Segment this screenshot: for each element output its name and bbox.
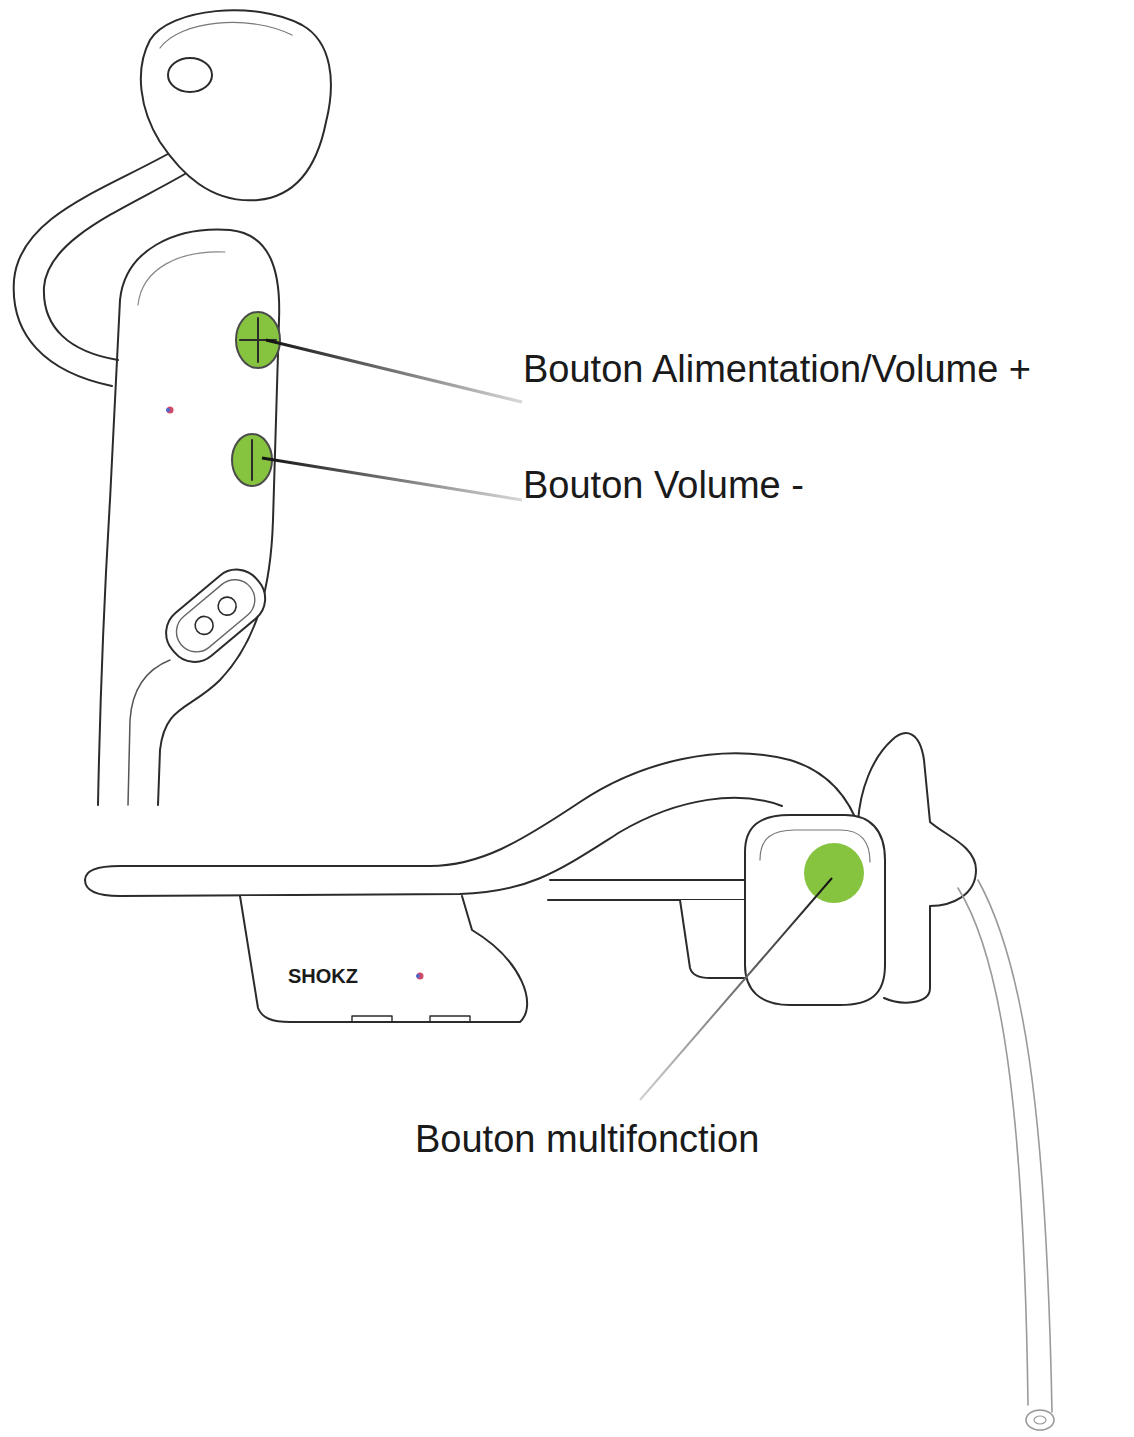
- far-band: [548, 880, 748, 900]
- indicator-dot: [416, 974, 420, 978]
- pad-button: [168, 58, 212, 92]
- brand-logo: SHOKZ: [288, 966, 358, 986]
- earpiece: [745, 815, 885, 1005]
- minus-symbol: [251, 440, 253, 480]
- body-edge: [138, 252, 225, 305]
- mic-boom: [958, 888, 1028, 1405]
- far-earpiece: [680, 900, 755, 978]
- control-body: [120, 230, 279, 805]
- part-label: Bouton multifonction: [415, 1120, 759, 1158]
- ear-hook: [14, 150, 175, 386]
- leader-line: [262, 458, 522, 500]
- lower-view: [85, 733, 1054, 1430]
- charging-port: [156, 559, 276, 673]
- upper-view: [14, 10, 331, 805]
- control-body: [98, 300, 120, 805]
- part-label: Bouton Alimentation/Volume +: [523, 350, 1031, 388]
- neckband: [85, 753, 860, 880]
- multifunction-button: [804, 843, 864, 903]
- neckband: [85, 798, 782, 896]
- ear-hook: [44, 168, 195, 360]
- leader-line: [266, 340, 522, 402]
- housing-detail: [352, 1016, 470, 1022]
- part-label: Bouton Volume -: [523, 466, 804, 504]
- neck-wire: [128, 660, 170, 805]
- leader-line: [640, 878, 832, 1100]
- indicator-dot: [166, 408, 170, 412]
- indicator-dot: [167, 407, 174, 414]
- mic-tip: [1026, 1410, 1054, 1430]
- indicator-dot: [417, 973, 424, 980]
- mic-tip: [1034, 1416, 1046, 1424]
- pad-edge: [160, 22, 292, 48]
- battery-housing: [240, 896, 527, 1022]
- volume-up-button: [236, 312, 280, 368]
- transducer-pad: [141, 10, 331, 200]
- mic-boom: [978, 880, 1052, 1412]
